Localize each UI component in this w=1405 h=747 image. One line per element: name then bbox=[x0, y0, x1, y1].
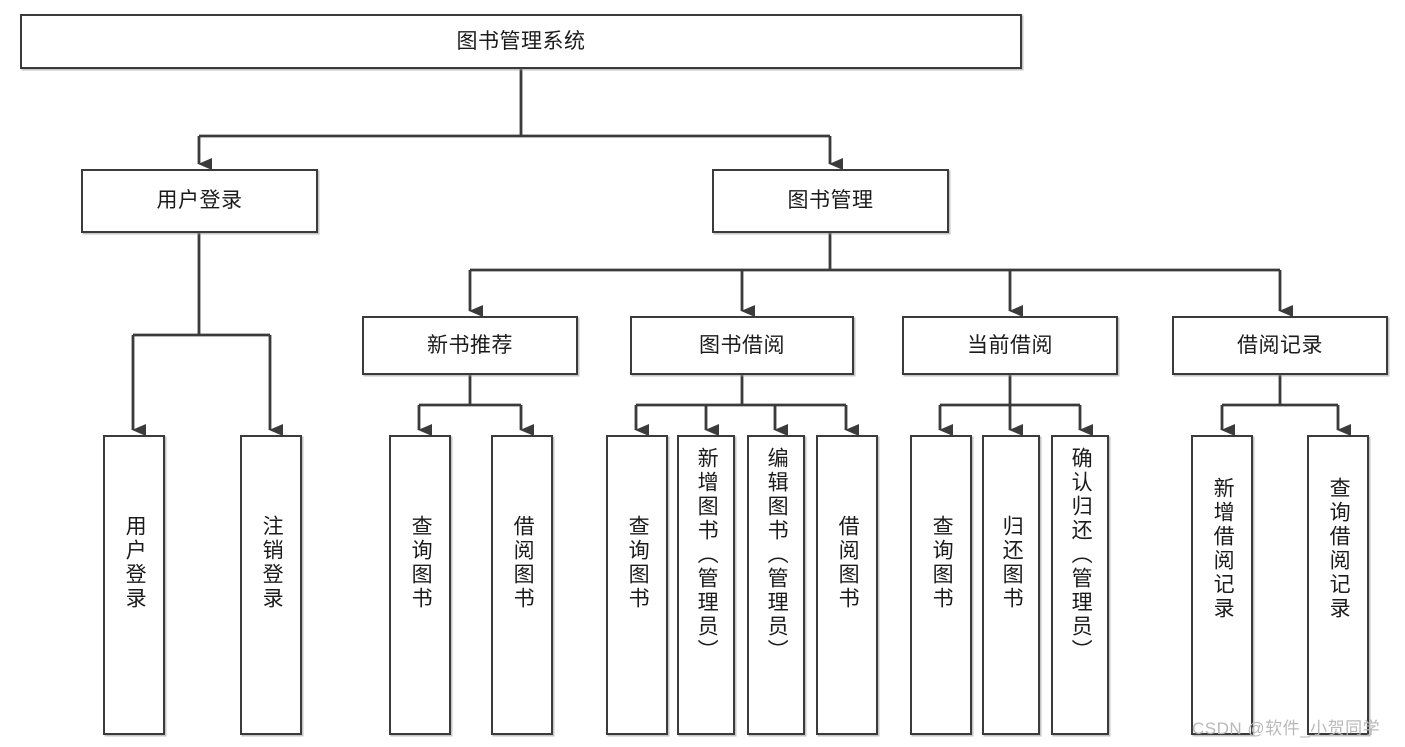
node-label: 图书管理系统 bbox=[456, 29, 586, 53]
leaf-borrow-record-query-record[interactable]: 查询借阅记录 bbox=[1307, 435, 1369, 735]
node-label: 图书管理 bbox=[787, 189, 874, 213]
leaf-new-book-query-book[interactable]: 查询图书 bbox=[389, 435, 451, 735]
node-borrow-record[interactable]: 借阅记录 bbox=[1172, 316, 1388, 375]
node-root-book-management-system[interactable]: 图书管理系统 bbox=[20, 14, 1022, 69]
node-label: 图书借阅 bbox=[699, 333, 785, 357]
node-label: 当前借阅 bbox=[967, 333, 1053, 357]
node-label: 查询图书 bbox=[409, 515, 433, 611]
node-label: 借阅记录 bbox=[1237, 333, 1323, 357]
leaf-current-borrow-return-book[interactable]: 归还图书 bbox=[982, 435, 1040, 735]
leaf-user-login-logout[interactable]: 注销登录 bbox=[240, 435, 302, 735]
node-label: 注销登录 bbox=[260, 515, 284, 611]
node-label: 新增图书（管理员） bbox=[695, 447, 719, 663]
leaf-borrow-record-add-record[interactable]: 新增借阅记录 bbox=[1191, 435, 1253, 735]
leaf-user-login-login[interactable]: 用户登录 bbox=[103, 435, 165, 735]
node-label: 归还图书 bbox=[1000, 515, 1024, 611]
leaf-book-borrow-query-book[interactable]: 查询图书 bbox=[606, 435, 668, 735]
leaf-book-borrow-edit-book-admin[interactable]: 编辑图书（管理员） bbox=[747, 435, 805, 735]
node-label: 用户登录 bbox=[156, 189, 243, 213]
node-user-login[interactable]: 用户登录 bbox=[81, 169, 318, 233]
node-label: 新书推荐 bbox=[427, 333, 513, 357]
node-label: 查询借阅记录 bbox=[1327, 477, 1351, 621]
node-new-book-recommend[interactable]: 新书推荐 bbox=[362, 316, 578, 375]
node-book-borrow[interactable]: 图书借阅 bbox=[630, 316, 854, 375]
leaf-book-borrow-borrow-book[interactable]: 借阅图书 bbox=[816, 435, 878, 735]
node-current-borrow[interactable]: 当前借阅 bbox=[902, 316, 1118, 375]
leaf-book-borrow-add-book-admin[interactable]: 新增图书（管理员） bbox=[677, 435, 735, 735]
leaf-current-borrow-confirm-return-admin[interactable]: 确认归还（管理员） bbox=[1051, 435, 1109, 735]
node-label: 借阅图书 bbox=[511, 515, 535, 611]
leaf-current-borrow-query-book[interactable]: 查询图书 bbox=[910, 435, 972, 735]
node-label: 查询图书 bbox=[930, 515, 954, 611]
node-label: 确认归还（管理员） bbox=[1069, 447, 1093, 663]
node-label: 查询图书 bbox=[626, 515, 650, 611]
node-label: 用户登录 bbox=[123, 515, 147, 611]
leaf-new-book-borrow-book[interactable]: 借阅图书 bbox=[491, 435, 553, 735]
node-label: 编辑图书（管理员） bbox=[765, 447, 789, 663]
node-book-management[interactable]: 图书管理 bbox=[712, 169, 949, 233]
node-label: 借阅图书 bbox=[836, 515, 860, 611]
node-label: 新增借阅记录 bbox=[1211, 477, 1235, 621]
